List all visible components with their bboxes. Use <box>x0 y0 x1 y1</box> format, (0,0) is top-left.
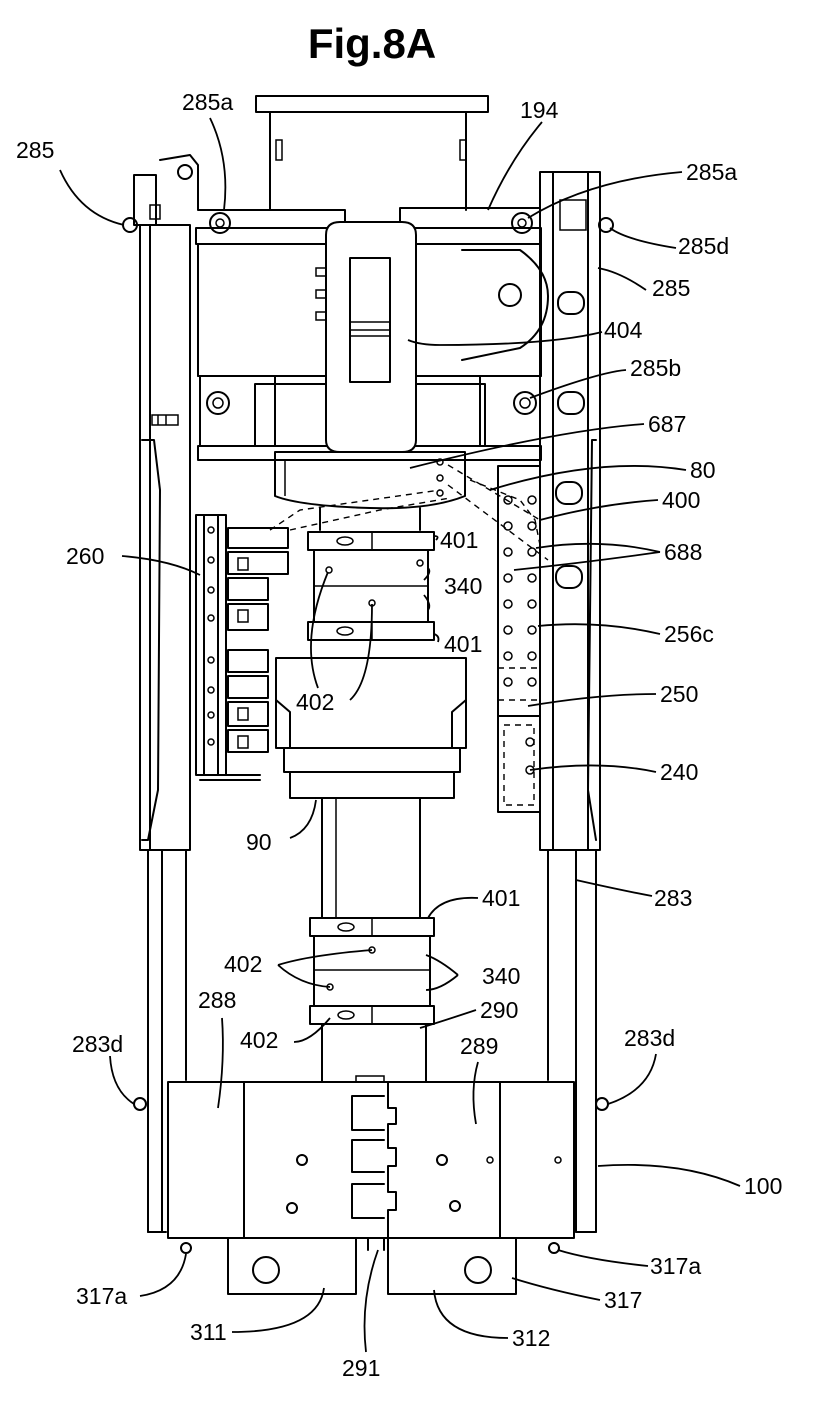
label-340-upper: 340 <box>444 573 482 599</box>
label-285b: 285b <box>630 355 681 381</box>
label-256c: 256c <box>664 621 714 647</box>
label-317a-left: 317a <box>76 1283 127 1309</box>
label-402-lower: 402 <box>240 1027 278 1053</box>
label-317a-right: 317a <box>650 1253 701 1279</box>
figure-title: Fig.8A <box>308 20 436 67</box>
label-194: 194 <box>520 97 559 123</box>
label-687: 687 <box>648 411 686 437</box>
label-100: 100 <box>744 1173 782 1199</box>
label-404: 404 <box>604 317 643 343</box>
label-285-left: 285 <box>16 137 54 163</box>
label-401-lower: 401 <box>482 885 520 911</box>
label-285d-right: 285d <box>678 233 729 259</box>
label-80: 80 <box>690 457 716 483</box>
label-250: 250 <box>660 681 698 707</box>
label-260: 260 <box>66 543 104 569</box>
label-290: 290 <box>480 997 518 1023</box>
label-312: 312 <box>512 1325 550 1351</box>
leader-lines <box>59 117 741 1353</box>
reference-labels: 285 285a 194 285a 285d 285 404 285b 687 … <box>16 89 782 1381</box>
label-401-middle: 401 <box>444 631 482 657</box>
mechanism-outline <box>122 95 614 1295</box>
label-340-lower: 340 <box>482 963 520 989</box>
label-90: 90 <box>246 829 272 855</box>
label-291: 291 <box>342 1355 380 1381</box>
label-283: 283 <box>654 885 692 911</box>
label-401-upper: 401 <box>440 527 478 553</box>
label-283d-left: 283d <box>72 1031 123 1057</box>
label-285a-top: 285a <box>182 89 233 115</box>
label-311: 311 <box>190 1319 227 1345</box>
label-283d-right: 283d <box>624 1025 675 1051</box>
label-402-upper: 402 <box>296 689 334 715</box>
label-289: 289 <box>460 1033 498 1059</box>
label-285a-right: 285a <box>686 159 737 185</box>
label-688: 688 <box>664 539 702 565</box>
label-400: 400 <box>662 487 700 513</box>
label-317: 317 <box>604 1287 642 1313</box>
label-288: 288 <box>198 987 236 1013</box>
label-285-right: 285 <box>652 275 690 301</box>
label-402-middle: 402 <box>224 951 262 977</box>
label-240: 240 <box>660 759 698 785</box>
